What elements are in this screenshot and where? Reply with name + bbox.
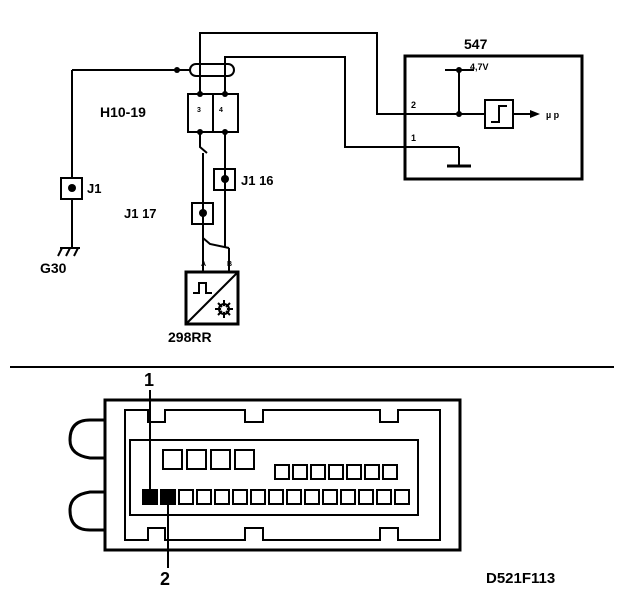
ecu-547-label: 547 xyxy=(464,36,488,52)
wire-ecu-pin2 xyxy=(199,32,405,115)
terminal-row-lower xyxy=(142,489,410,505)
schmitt-trigger-icon xyxy=(491,105,507,123)
ground-g30-label: G30 xyxy=(40,260,67,276)
terminal-large-1 xyxy=(162,449,183,470)
reference-voltage-label: 4,7V xyxy=(470,62,489,72)
sensor-298rr xyxy=(184,270,240,326)
sensor-pin-a-label: A xyxy=(201,261,206,268)
connector-face-view: 1 2 xyxy=(68,370,462,589)
splice-j1-dot xyxy=(68,184,76,192)
ecu-547-box xyxy=(403,54,584,181)
callout-2-label: 2 xyxy=(160,569,170,589)
figure-code: D521F113 xyxy=(486,570,555,587)
connector-latch-lower xyxy=(68,490,105,532)
splice-j1-17-label: J1 17 xyxy=(124,206,157,221)
splice-j1-16-label: J1 16 xyxy=(241,173,274,188)
ecu-output-label: µ p xyxy=(546,110,560,120)
shield-sleeve xyxy=(189,63,235,77)
terminal-large-2 xyxy=(186,449,207,470)
splice-j1-17 xyxy=(191,202,214,225)
splice-j1-16-dot xyxy=(221,175,229,183)
wire-ecu-pin1 xyxy=(224,56,405,148)
wire-crossover xyxy=(202,237,230,249)
connector-cavity xyxy=(129,439,419,516)
ecu-pin-1-label: 1 xyxy=(411,133,416,143)
terminal-row-upper xyxy=(274,464,398,480)
connector-inner-outline xyxy=(124,409,441,541)
gear-icon xyxy=(215,300,233,318)
sensor-pin-b-label: B xyxy=(227,261,232,268)
terminal-large-4 xyxy=(234,449,255,470)
splice-j1-16 xyxy=(213,168,236,191)
connector-pin-4-label: 4 xyxy=(219,107,223,114)
chassis-ground-icon xyxy=(57,247,80,257)
terminal-large-3 xyxy=(210,449,231,470)
connector-latch xyxy=(68,418,105,460)
connector-pin-4-top xyxy=(222,91,228,97)
connector-h10-19-label: H10-19 xyxy=(100,104,146,120)
sensor-298rr-label: 298RR xyxy=(168,329,212,345)
connector-pin-3-top xyxy=(197,91,203,97)
sensor-pulse-icon xyxy=(193,282,212,294)
connector-pin-3-label: 3 xyxy=(197,107,201,114)
sensor-diagonal xyxy=(185,271,239,325)
wire-pin3-kink xyxy=(199,132,208,154)
output-arrow-icon xyxy=(530,110,540,118)
wiring-schematic: 547 4,7V 2 µ p 1 H10-19 xyxy=(40,32,584,345)
splice-j1-label: J1 xyxy=(87,181,101,196)
callout-1-label: 1 xyxy=(144,370,154,390)
ecu-pin-2-label: 2 xyxy=(411,100,416,110)
splice-j1-17-dot xyxy=(199,209,207,217)
